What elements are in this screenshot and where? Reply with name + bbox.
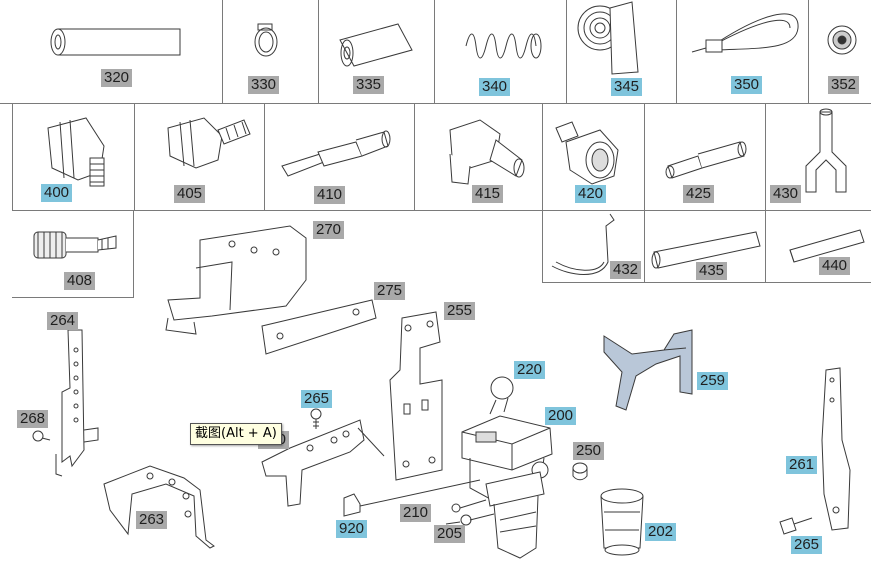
connector-part-415 (450, 120, 524, 184)
grid-line (0, 103, 871, 104)
bracket-part-261 (822, 368, 850, 530)
fitting-part-205 (446, 514, 494, 525)
part-label-432[interactable]: 432 (610, 261, 642, 279)
grid-line (12, 103, 13, 211)
sleeve-part-335 (340, 24, 412, 66)
grid-line (542, 210, 543, 282)
clip-part-432 (552, 214, 614, 275)
part-label-430[interactable]: 430 (770, 185, 802, 203)
part-label-255[interactable]: 255 (444, 302, 476, 320)
bracket-part-260 (262, 420, 384, 506)
sensor-part-920 (344, 480, 480, 516)
part-label-320[interactable]: 320 (101, 69, 133, 87)
y-piece-part-430 (806, 109, 846, 192)
hose-clamp-part-330 (255, 24, 277, 56)
connector-part-420 (556, 122, 618, 184)
bracket-part-270 (166, 226, 306, 334)
part-label-352[interactable]: 352 (828, 76, 860, 94)
part-label-263[interactable]: 263 (136, 511, 168, 529)
grid-line (765, 103, 766, 211)
bolt-part-265b (780, 518, 812, 534)
bracket-part-255 (390, 312, 442, 480)
grid-line (12, 297, 134, 298)
part-label-259[interactable]: 259 (697, 372, 729, 390)
part-label-345[interactable]: 345 (611, 78, 643, 96)
connector-part-408 (34, 232, 116, 258)
part-label-261[interactable]: 261 (786, 456, 818, 474)
pump-assembly-part-210 (452, 472, 544, 558)
cable-tie-part-350 (692, 14, 798, 52)
part-label-420[interactable]: 420 (575, 185, 607, 203)
pipe-part-410 (282, 131, 390, 176)
grid-line (414, 103, 415, 211)
tape-roll-part-345 (578, 2, 638, 74)
grid-line (644, 103, 645, 211)
part-label-335[interactable]: 335 (353, 76, 385, 94)
grid-line (566, 0, 567, 104)
part-label-275[interactable]: 275 (374, 282, 406, 300)
connector-part-400 (48, 118, 104, 186)
part-label-264[interactable]: 264 (47, 312, 79, 330)
bracket-part-263 (104, 466, 214, 548)
plate-part-275 (262, 300, 376, 354)
part-label-410[interactable]: 410 (314, 186, 346, 204)
grid-line (318, 0, 319, 104)
strip-part-440 (790, 230, 864, 262)
spring-part-340 (466, 34, 541, 58)
connector-part-405 (168, 118, 250, 168)
part-label-340[interactable]: 340 (479, 78, 511, 96)
cap-part-250 (573, 463, 587, 480)
grid-line (542, 103, 543, 211)
bracket-part-264 (56, 330, 98, 476)
grid-line (765, 210, 766, 282)
part-label-265[interactable]: 265 (301, 390, 333, 408)
rod-part-435 (652, 232, 760, 268)
grommet-part-352 (828, 26, 856, 54)
pipe-part-425 (666, 142, 746, 178)
part-label-440[interactable]: 440 (819, 257, 851, 275)
part-label-330[interactable]: 330 (248, 76, 280, 94)
part-label-202[interactable]: 202 (645, 523, 677, 541)
grid-line (676, 0, 677, 104)
part-label-425[interactable]: 425 (683, 185, 715, 203)
part-label-210[interactable]: 210 (400, 504, 432, 522)
grid-line (434, 0, 435, 104)
part-label-350[interactable]: 350 (731, 76, 763, 94)
part-label-435[interactable]: 435 (696, 262, 728, 280)
screenshot-tooltip: 截图(Alt + A) (190, 423, 282, 445)
part-label-268[interactable]: 268 (17, 410, 49, 428)
part-label-270[interactable]: 270 (313, 221, 345, 239)
part-label-415[interactable]: 415 (472, 185, 504, 203)
screw-part-265 (311, 409, 321, 429)
filter-part-202 (601, 489, 643, 555)
part-label-250[interactable]: 250 (573, 442, 605, 460)
part-label-200[interactable]: 200 (545, 407, 577, 425)
part-label-205[interactable]: 205 (434, 525, 466, 543)
grid-line (222, 0, 223, 104)
grid-line (133, 210, 134, 297)
part-label-400[interactable]: 400 (41, 184, 73, 202)
part-label-920[interactable]: 920 (336, 520, 368, 538)
part-label-220[interactable]: 220 (514, 361, 546, 379)
grid-line (134, 103, 135, 211)
hose-part-320 (51, 29, 180, 55)
grid-line (644, 210, 645, 282)
grid-line (808, 0, 809, 104)
part-label-265-lower[interactable]: 265 (791, 536, 823, 554)
wrench-icon-part-220 (490, 377, 513, 414)
grid-line (542, 282, 871, 283)
part-label-405[interactable]: 405 (174, 185, 206, 203)
bracket-part-259 (604, 330, 692, 410)
bolt-part-268 (33, 431, 50, 441)
part-label-408[interactable]: 408 (64, 272, 96, 290)
grid-line (264, 103, 265, 211)
grid-line (12, 210, 871, 211)
